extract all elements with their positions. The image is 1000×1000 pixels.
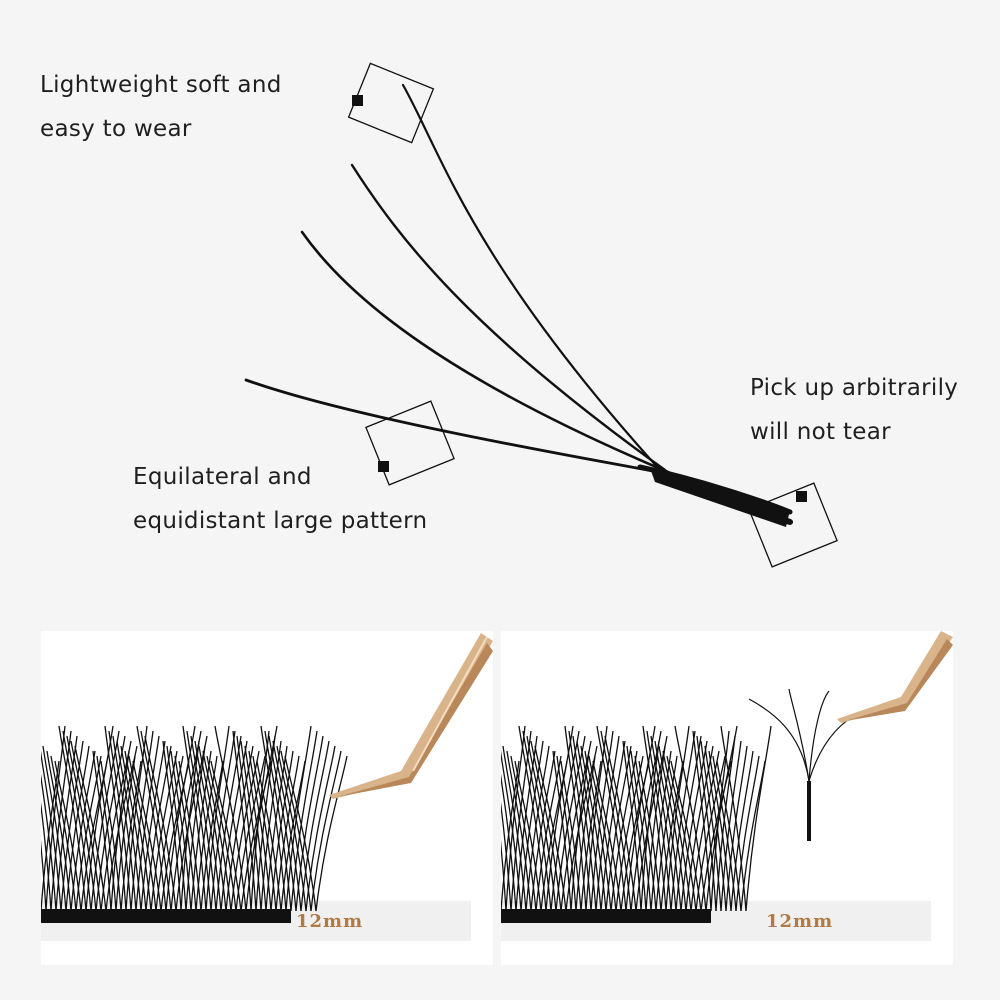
lash-tray-strands	[501, 725, 772, 912]
lash-strip	[501, 909, 711, 923]
callout-line: Lightweight soft and	[40, 72, 282, 98]
callout-label-pick-up: Pick up arbitrarily will not tear	[750, 366, 958, 454]
callout-line: Equilateral and	[133, 464, 312, 490]
product-photo-picked-fan: 12mm	[501, 631, 953, 965]
callout-box-middle	[365, 400, 455, 486]
lash-base	[650, 468, 790, 527]
callout-label-lightweight: Lightweight soft and easy to wear	[40, 63, 282, 151]
tweezers-icon	[329, 633, 493, 799]
callout-line: Pick up arbitrarily	[750, 375, 959, 401]
callout-line: easy to wear	[40, 116, 192, 142]
callout-marker-right	[796, 491, 807, 502]
callout-box-top	[347, 62, 435, 144]
callout-marker-middle	[378, 461, 389, 472]
tweezers-icon	[837, 631, 953, 723]
length-label: 12mm	[766, 911, 833, 932]
callout-label-pattern: Equilateral and equidistant large patter…	[133, 455, 427, 543]
callout-line: will not tear	[750, 419, 891, 445]
picked-fan-icon	[748, 688, 864, 841]
length-label: 12mm	[296, 911, 363, 932]
callout-box-right	[748, 482, 838, 568]
callout-line: equidistant large pattern	[133, 508, 428, 534]
lash-tray-strands	[41, 725, 348, 912]
lash-strip	[41, 909, 291, 923]
callout-marker-top	[352, 95, 363, 106]
product-photo-lash-tray: 12mm	[41, 631, 493, 965]
